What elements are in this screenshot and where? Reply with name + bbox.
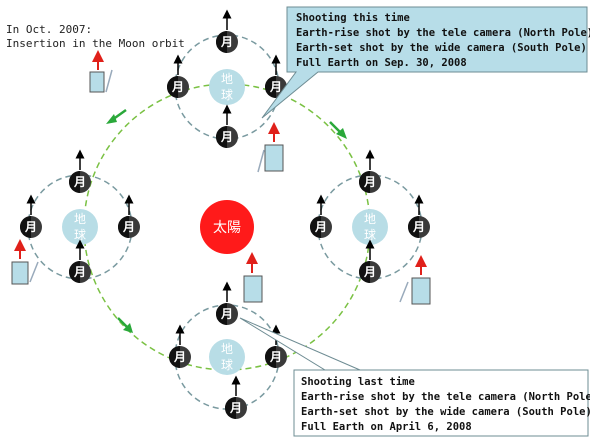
caption: In Oct. 2007: Insertion in the Moon orbi…	[6, 23, 185, 51]
moon-top-1: 月	[216, 9, 238, 53]
earth-bottom: 地 球	[209, 339, 245, 375]
moon-label: 月	[24, 220, 37, 234]
direction-arrow-lower-left	[117, 317, 133, 333]
moon-top-2: 月	[167, 54, 189, 98]
moon-bottom-1: 月	[216, 281, 238, 325]
moon-left-4: 月	[69, 239, 91, 283]
moon-label: 月	[122, 220, 135, 234]
earth-label-top: 地	[221, 342, 233, 356]
moon-label: 月	[412, 220, 425, 234]
callout-top-line-3: Earth-set shot by the wide camera (South…	[296, 42, 587, 54]
spacecraft-icon-top-left	[89, 50, 113, 93]
moon-label: 月	[363, 175, 376, 189]
moon-label: 月	[220, 35, 233, 49]
moon-label: 月	[229, 401, 242, 415]
callout-bottom-line-4: Full Earth on April 6, 2008	[301, 421, 472, 433]
moon-label: 月	[173, 350, 186, 364]
sun-label: 太陽	[213, 220, 241, 236]
callout-bottom-line-1: Shooting last time	[301, 376, 415, 388]
callout-bottom-line-3: Earth-set shot by the wide camera (South…	[301, 406, 590, 418]
earth-label-bottom: 球	[221, 358, 233, 372]
moon-label: 月	[73, 175, 86, 189]
moon-label: 月	[73, 265, 86, 279]
spacecraft-icon-left	[11, 239, 39, 285]
moon-label: 月	[269, 350, 282, 364]
callout-bottom: Shooting last time Earth-rise shot by th…	[239, 317, 590, 437]
callout-top: Shooting this time Earth-rise shot by th…	[261, 6, 590, 119]
moon-bottom-2: 月	[169, 324, 191, 368]
direction-arrow-upper-right	[329, 121, 347, 139]
direction-arrow-upper-left	[106, 108, 127, 124]
moon-label: 月	[269, 80, 282, 94]
spacecraft-icon-bottom-center	[243, 252, 263, 303]
moon-right-4: 月	[359, 239, 381, 283]
moon-right-3: 月	[408, 194, 430, 238]
callout-top-line-4: Full Earth on Sep. 30, 2008	[296, 57, 467, 69]
moon-label: 月	[220, 130, 233, 144]
moon-bottom-3: 月	[265, 324, 287, 368]
earth-label-bottom: 球	[364, 228, 376, 242]
moon-left-2: 月	[20, 194, 42, 238]
sun: 太陽	[200, 200, 254, 254]
earth-label-bottom: 球	[74, 228, 86, 242]
earth-left: 地 球	[62, 209, 98, 245]
callout-bottom-line-2: Earth-rise shot by the tele camera (Nort…	[301, 391, 590, 403]
moon-left-3: 月	[118, 194, 140, 238]
earth-label-top: 地	[221, 72, 233, 86]
moon-label: 月	[171, 80, 184, 94]
moon-bottom-4: 月	[225, 375, 247, 419]
spacecraft-icon-top-center	[257, 122, 284, 173]
caption-line-1: In Oct. 2007:	[6, 23, 93, 36]
moon-left-1: 月	[69, 149, 91, 193]
caption-line-2: Insertion in the Moon orbit	[6, 37, 185, 50]
earth-label-top: 地	[74, 212, 86, 226]
moons: 月月月月月月月月月月月月月月月月	[20, 9, 430, 419]
earth-label-bottom: 球	[221, 88, 233, 102]
earth-right: 地 球	[352, 209, 388, 245]
spacecraft-icon-right	[399, 255, 431, 305]
earth-label-top: 地	[364, 212, 376, 226]
callout-top-line-2: Earth-rise shot by the tele camera (Nort…	[296, 27, 590, 39]
moon-label: 月	[220, 307, 233, 321]
moon-right-1: 月	[359, 149, 381, 193]
callout-top-line-1: Shooting this time	[296, 12, 410, 24]
moon-label: 月	[363, 265, 376, 279]
moon-top-4: 月	[216, 104, 238, 148]
moon-right-2: 月	[310, 194, 332, 238]
moon-label: 月	[314, 220, 327, 234]
earth-top: 地 球	[209, 69, 245, 105]
